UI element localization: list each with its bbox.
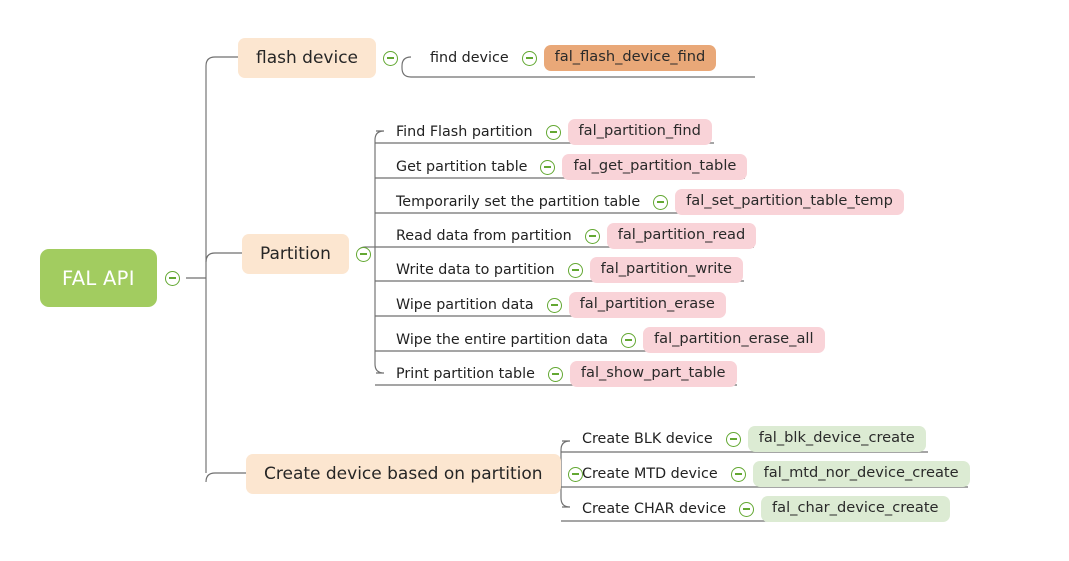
branch-flash-device-box[interactable]: flash device — [238, 38, 376, 78]
api-badge-fal-partition-read[interactable]: fal_partition_read — [606, 223, 757, 249]
leaf-label-set-partition-table-temp: Temporarily set the partition table — [396, 194, 641, 210]
collapse-minus-icon-get-partition-table[interactable] — [540, 159, 556, 175]
collapse-minus-icon-print-partition-table[interactable] — [547, 366, 563, 382]
leaf-row-write-data-to-partition[interactable]: Write data to partition fal_partition_wr… — [390, 257, 743, 283]
root-node-label: FAL API — [62, 266, 135, 290]
leaf-row-get-partition-table[interactable]: Get partition table fal_get_partition_ta… — [390, 154, 748, 180]
collapse-minus-icon-wipe-partition-data[interactable] — [546, 297, 562, 313]
api-badge-fal-flash-device-find[interactable]: fal_flash_device_find — [543, 45, 717, 71]
leaf-label-create-blk-device: Create BLK device — [582, 431, 713, 447]
api-badge-fal-partition-erase[interactable]: fal_partition_erase — [568, 292, 726, 318]
leaf-label-read-data-from-partition: Read data from partition — [396, 228, 572, 244]
api-badge-fal-mtd-nor-device-create[interactable]: fal_mtd_nor_device_create — [752, 461, 970, 487]
branch-node-partition[interactable]: Partition — [242, 234, 378, 274]
leaf-label-write-data-to-partition: Write data to partition — [396, 262, 555, 278]
leaf-row-find-flash-partition[interactable]: Find Flash partition fal_partition_find — [390, 119, 712, 145]
leaf-label-create-mtd-device: Create MTD device — [582, 466, 718, 482]
leaf-row-create-char-device[interactable]: Create CHAR device fal_char_device_creat… — [576, 496, 950, 522]
collapse-minus-icon-root[interactable] — [164, 270, 180, 286]
api-badge-fal-partition-write[interactable]: fal_partition_write — [589, 257, 743, 283]
branch-flash-device-label: flash device — [256, 48, 358, 68]
leaf-row-set-partition-table-temp[interactable]: Temporarily set the partition table fal_… — [390, 189, 904, 215]
collapse-minus-icon-find-device[interactable] — [521, 50, 537, 66]
leaf-row-find-device[interactable]: find device fal_flash_device_find — [424, 45, 717, 71]
collapse-minus-icon-find-flash-partition[interactable] — [545, 124, 561, 140]
collapse-minus-icon-create-blk-device[interactable] — [725, 431, 741, 447]
api-badge-fal-blk-device-create[interactable]: fal_blk_device_create — [747, 426, 926, 452]
collapse-minus-icon-flash-device[interactable] — [383, 50, 398, 66]
leaf-row-read-data-from-partition[interactable]: Read data from partition fal_partition_r… — [390, 223, 757, 249]
leaf-label-find-flash-partition: Find Flash partition — [396, 124, 533, 140]
api-badge-fal-get-partition-table[interactable]: fal_get_partition_table — [562, 154, 748, 180]
leaf-label-wipe-entire-partition-data: Wipe the entire partition data — [396, 332, 608, 348]
api-badge-fal-partition-find[interactable]: fal_partition_find — [567, 119, 712, 145]
api-badge-fal-partition-erase-all[interactable]: fal_partition_erase_all — [642, 327, 825, 353]
collapse-minus-icon-create-char-device[interactable] — [739, 501, 755, 517]
collapse-minus-icon-partition[interactable] — [355, 246, 371, 262]
branch-create-device-box[interactable]: Create device based on partition — [246, 454, 561, 494]
collapse-minus-icon-wipe-entire-partition-data[interactable] — [620, 332, 636, 348]
leaf-label-create-char-device: Create CHAR device — [582, 501, 727, 517]
branch-partition-box[interactable]: Partition — [242, 234, 349, 274]
api-badge-fal-char-device-create[interactable]: fal_char_device_create — [761, 496, 950, 522]
leaf-label-get-partition-table: Get partition table — [396, 159, 528, 175]
branch-partition-label: Partition — [260, 244, 331, 264]
collapse-minus-icon-write-data-to-partition[interactable] — [567, 262, 583, 278]
collapse-minus-icon-read-data-from-partition[interactable] — [584, 228, 600, 244]
leaf-row-create-blk-device[interactable]: Create BLK device fal_blk_device_create — [576, 426, 926, 452]
branch-node-flash-device[interactable]: flash device — [238, 38, 405, 78]
branch-node-create-device[interactable]: Create device based on partition — [246, 454, 590, 494]
collapse-minus-icon-create-mtd-device[interactable] — [730, 466, 746, 482]
root-node[interactable]: FAL API — [40, 249, 180, 307]
collapse-minus-icon-create-device[interactable] — [567, 466, 583, 482]
leaf-row-wipe-entire-partition-data[interactable]: Wipe the entire partition data fal_parti… — [390, 327, 825, 353]
leaf-label-print-partition-table: Print partition table — [396, 366, 535, 382]
leaf-row-print-partition-table[interactable]: Print partition table fal_show_part_tabl… — [390, 361, 737, 387]
leaf-label-wipe-partition-data: Wipe partition data — [396, 297, 534, 313]
root-node-box[interactable]: FAL API — [40, 249, 157, 307]
leaf-label-find-device: find device — [430, 50, 509, 66]
api-badge-fal-set-partition-table-temp[interactable]: fal_set_partition_table_temp — [675, 189, 904, 215]
branch-create-device-label: Create device based on partition — [264, 464, 543, 484]
collapse-minus-icon-set-partition-table-temp[interactable] — [653, 194, 669, 210]
api-badge-fal-show-part-table[interactable]: fal_show_part_table — [569, 361, 737, 387]
leaf-row-create-mtd-device[interactable]: Create MTD device fal_mtd_nor_device_cre… — [576, 461, 970, 487]
leaf-row-wipe-partition-data[interactable]: Wipe partition data fal_partition_erase — [390, 292, 726, 318]
